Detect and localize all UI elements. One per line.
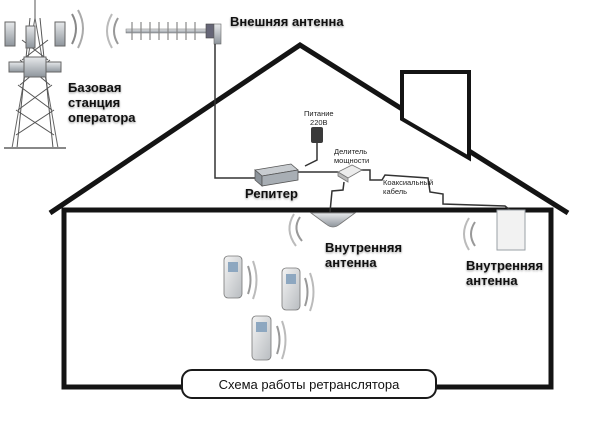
base-station-label-line-2: станция — [68, 95, 121, 110]
power-label-line-1: Питание — [304, 109, 334, 118]
roof — [48, 42, 570, 216]
power-label: Питание 220В — [304, 109, 334, 127]
power-label-line-2: 220В — [310, 118, 328, 127]
coax-cable-label: Коаксиальный кабель — [383, 178, 433, 196]
phone-icon-3 — [251, 315, 287, 361]
cables — [214, 44, 511, 213]
coax-cable-label-line-1: Коаксиальный — [383, 178, 434, 187]
indoor-antenna-1-line-1: Внутренняя — [325, 240, 403, 255]
chimney — [400, 70, 471, 162]
indoor-antenna-2-line-1: Внутренняя — [466, 258, 544, 273]
panel-antenna-icon — [463, 209, 526, 251]
splitter-label: Делитель мощности — [334, 147, 369, 165]
repeater-label: Репитер — [245, 186, 298, 201]
splitter-label-line-1: Делитель — [334, 147, 368, 156]
indoor-antenna-1-line-2: антенна — [325, 255, 377, 270]
phone-icon-1 — [223, 255, 258, 300]
repeater-icon — [254, 163, 299, 187]
splitter-icon — [337, 164, 363, 183]
caption-text: Схема работы ретранслятора — [218, 376, 400, 392]
splitter-label-line-2: мощности — [334, 156, 370, 165]
phone-icon-2 — [281, 267, 315, 312]
indoor-antenna-label-1: Внутренняя антенна — [325, 240, 402, 270]
outdoor-antenna-icon — [106, 13, 222, 49]
outdoor-antenna-label: Внешняя антенна — [230, 14, 344, 29]
base-station-label: Базовая станция оператора — [68, 80, 136, 125]
base-station-label-line-3: оператора — [68, 110, 136, 125]
ceiling-antenna-icon — [288, 212, 357, 247]
power-adapter-icon — [311, 127, 323, 143]
indoor-antenna-2-line-2: антенна — [466, 273, 518, 288]
base-station-label-line-1: Базовая — [68, 80, 122, 95]
indoor-antenna-label-2: Внутренняя антенна — [466, 258, 543, 288]
coax-cable-label-line-2: кабель — [383, 187, 408, 196]
caption-box: Схема работы ретранслятора — [181, 369, 437, 399]
base-station-tower-icon — [4, 0, 84, 149]
